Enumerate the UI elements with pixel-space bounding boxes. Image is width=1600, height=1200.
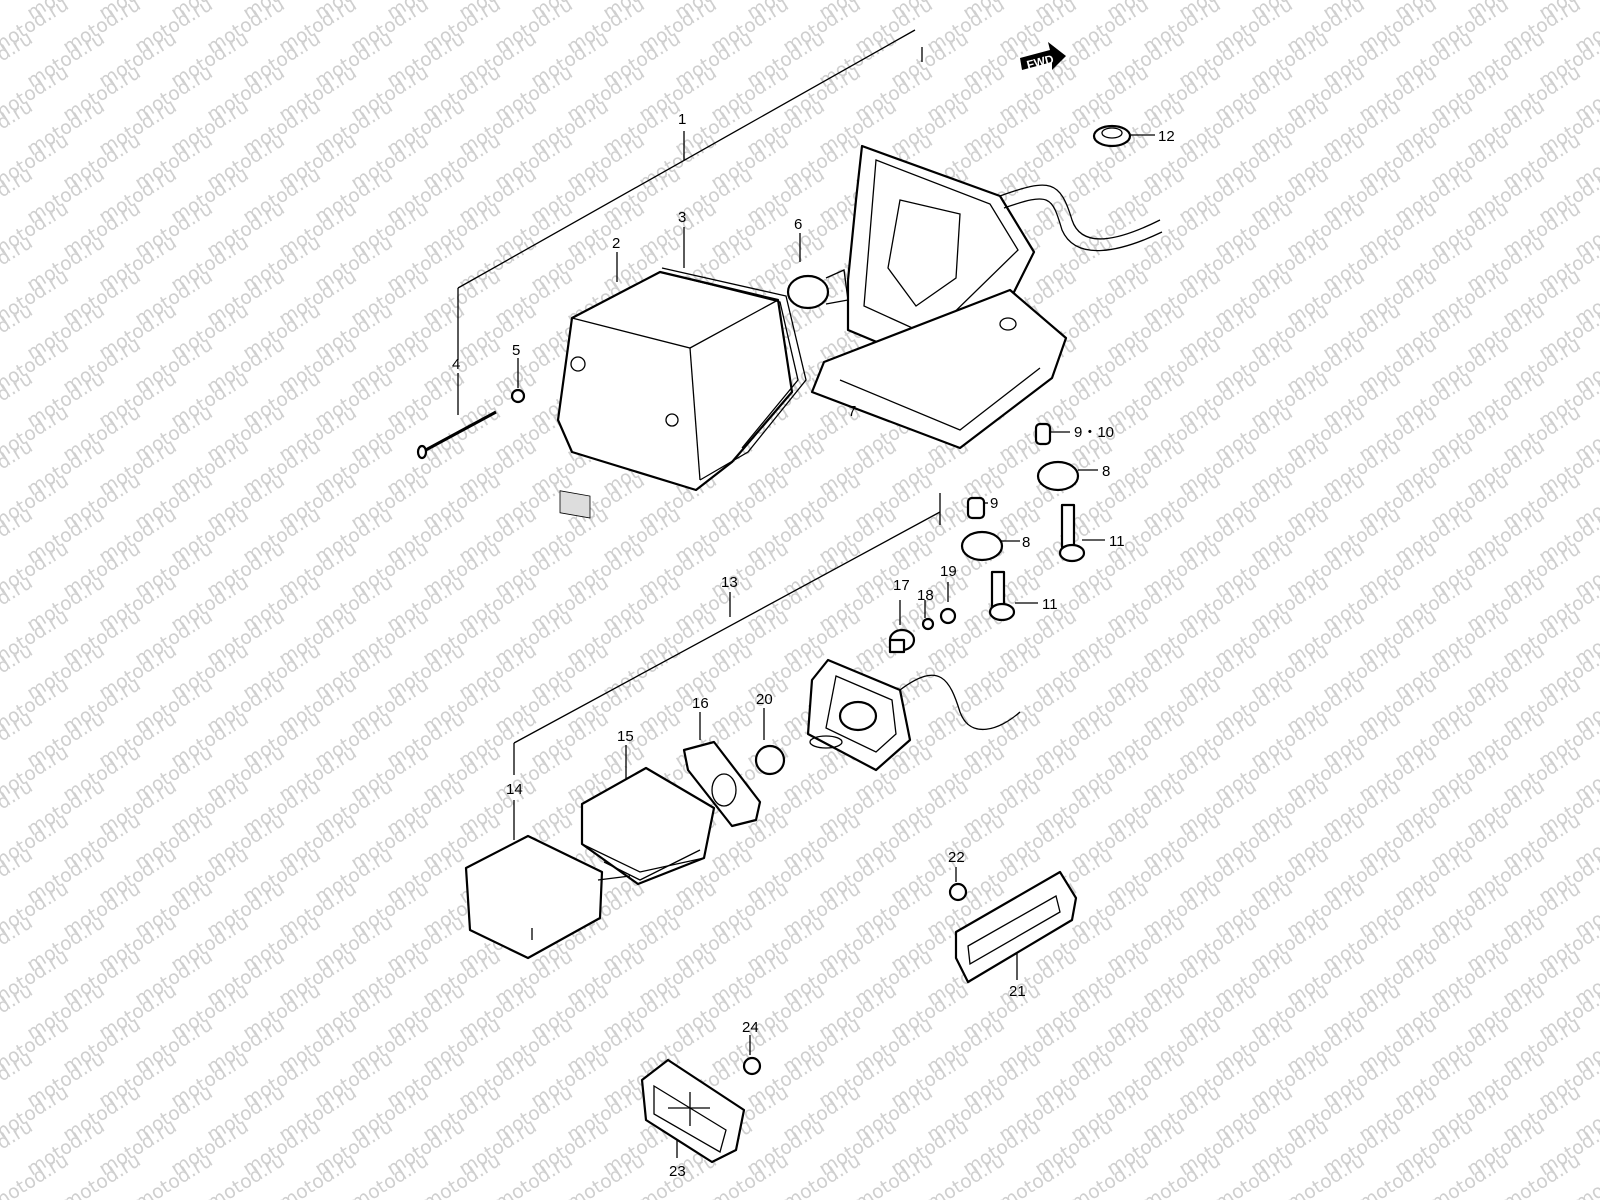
nut-24: [742, 1056, 762, 1076]
reflector-23: [640, 1058, 746, 1164]
callout-24: 24: [742, 1019, 759, 1036]
callout-8b: 8: [1022, 534, 1030, 551]
fwd-arrow-icon: FWD: [1020, 42, 1066, 72]
license-cover-14: [464, 834, 631, 960]
callout-1: 1: [678, 111, 686, 128]
callout-9-10: 9・10: [1074, 424, 1114, 441]
spacer-9: [966, 496, 986, 520]
nut-19: [939, 607, 957, 625]
lamp-gasket-16: [682, 740, 762, 828]
cushion-8a: [1036, 460, 1080, 492]
callout-8a: 8: [1102, 463, 1110, 480]
lens-screw: [416, 410, 497, 460]
lens-gasket: [661, 267, 807, 481]
callout-17: 17: [893, 577, 910, 594]
callout-18: 18: [917, 587, 934, 604]
callout-16: 16: [692, 695, 709, 712]
callout-12: 12: [1158, 128, 1175, 145]
bolt-11a: [1058, 503, 1086, 563]
bolt-11b: [988, 570, 1016, 622]
license-lens-15: [580, 766, 716, 886]
callout-7: 7: [848, 403, 856, 420]
callout-3: 3: [678, 209, 686, 226]
callout-13: 13: [721, 574, 738, 591]
callout-14: 14: [506, 781, 523, 798]
callout-labels: 1 2 3 4 5 6 7 8 8 9 9・10 11 11 12 13 14 …: [452, 111, 1175, 1180]
bulb-20: [754, 744, 786, 776]
washer-5: [510, 388, 526, 404]
cushion-8b: [960, 530, 1004, 562]
callout-2: 2: [612, 235, 620, 252]
rubber-17: [888, 628, 916, 654]
callout-11b: 11: [1042, 596, 1058, 613]
washer-18: [921, 617, 935, 631]
nut-22: [948, 882, 968, 902]
callout-21: 21: [1009, 983, 1026, 1000]
callout-20: 20: [756, 691, 773, 708]
callout-5: 5: [512, 342, 520, 359]
fwd-label: FWD: [1025, 52, 1055, 72]
lamp-base-plate: [810, 288, 1068, 450]
callout-15: 15: [617, 728, 634, 745]
callout-23: 23: [669, 1163, 686, 1180]
callout-4: 4: [452, 356, 460, 373]
leader-lines: [457, 29, 1155, 1158]
grommet-12: [1092, 124, 1132, 148]
callout-9: 9: [990, 495, 998, 512]
callout-19: 19: [940, 563, 957, 580]
callout-11a: 11: [1109, 533, 1125, 550]
callout-6: 6: [794, 216, 802, 233]
spacer-9-10: [1034, 422, 1052, 446]
license-lamp-housing: [806, 658, 1021, 772]
callout-22: 22: [948, 849, 965, 866]
reflector-21: [954, 870, 1078, 984]
